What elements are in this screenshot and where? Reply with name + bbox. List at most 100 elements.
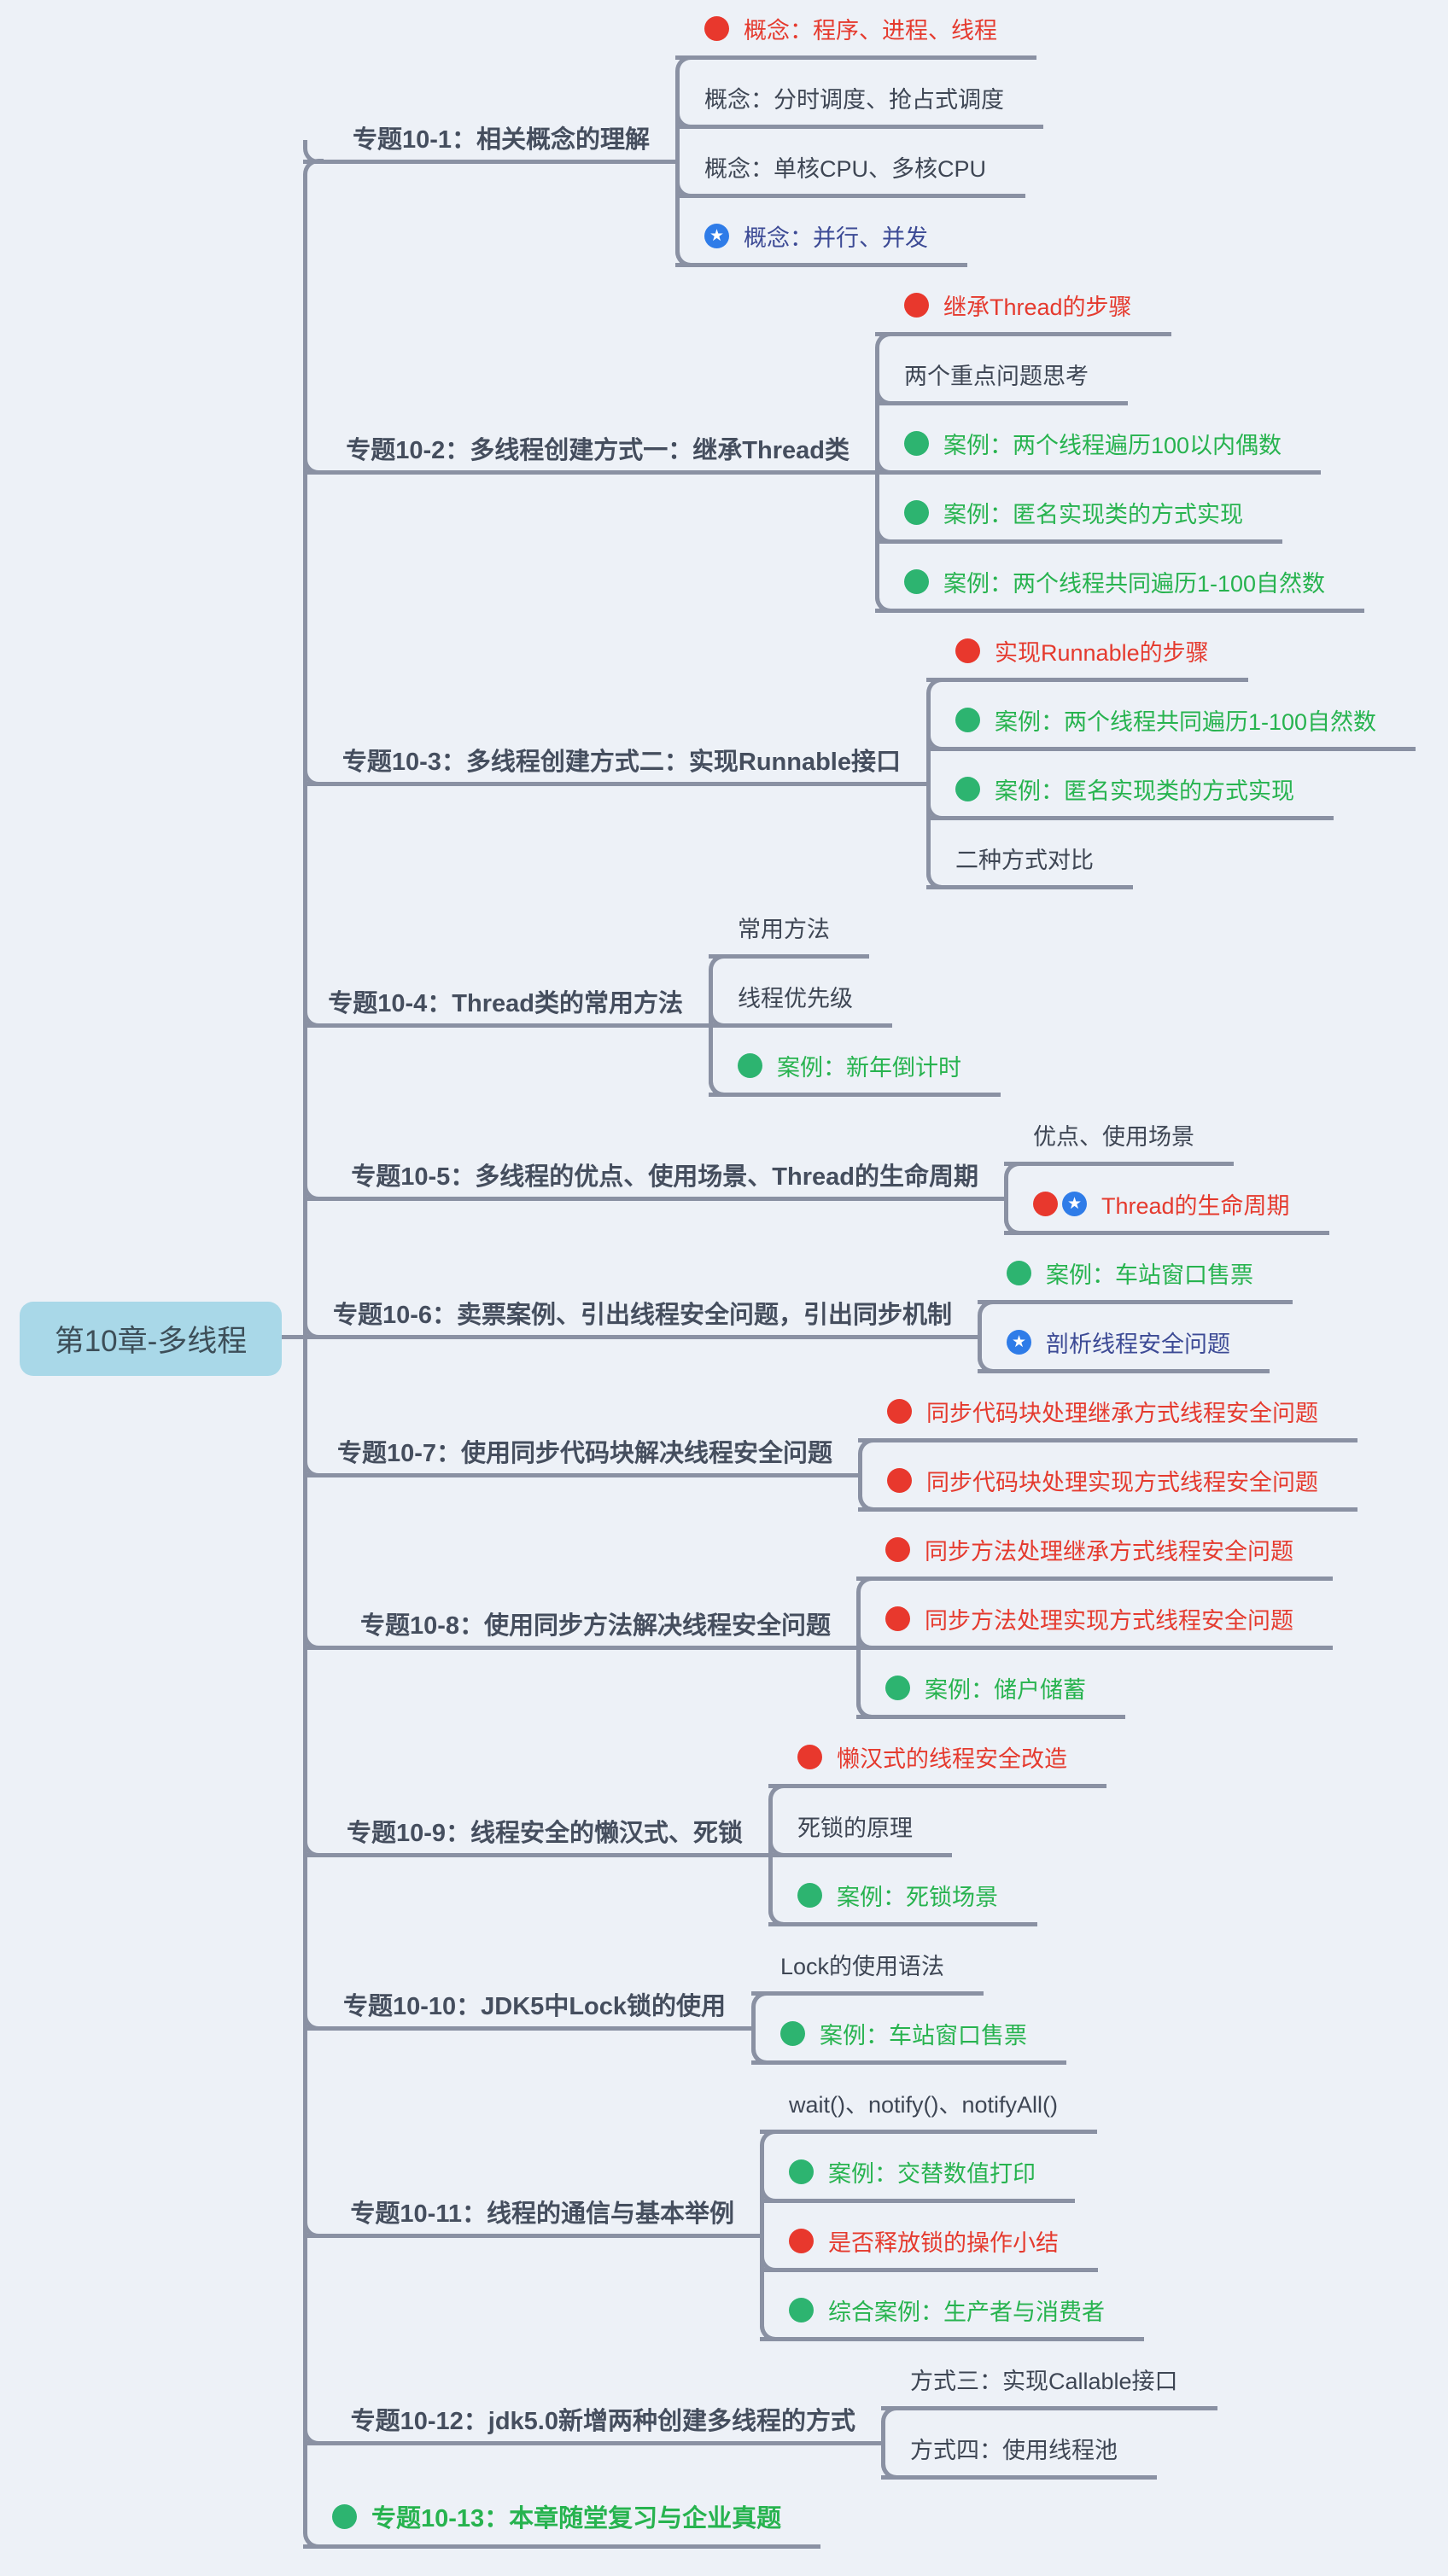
child-node[interactable]: 案例：匿名实现类的方式实现 [926,772,1334,820]
child-node[interactable]: ★Thread的生命周期 [1004,1187,1329,1235]
child-row: 案例：两个线程共同遍历1-100自然数 [926,682,1416,751]
child-node[interactable]: 方式三：实现Callable接口 [881,2363,1217,2410]
child-label: Lock的使用语法 [780,1954,945,1979]
topic-branch: 专题10-1：相关概念的理解 概念：程序、进程、线程概念：分时调度、抢占式调度概念… [303,0,1416,267]
child-label: 实现Runnable的步骤 [995,640,1209,666]
green-dot-icon [789,2159,814,2184]
child-label: Thread的生命周期 [1101,1193,1290,1219]
child-node[interactable]: ★剖析线程安全问题 [978,1326,1270,1373]
child-node[interactable]: 案例：车站窗口售票 [751,2017,1066,2065]
child-node[interactable]: Lock的使用语法 [751,1948,984,1996]
green-dot-icon [738,1053,762,1078]
child-row: 方式三：实现Callable接口 [881,2341,1217,2410]
green-dot-icon [332,2503,357,2529]
topic-label[interactable]: 专题10-9：线程安全的懒汉式、死锁 [346,1820,743,1847]
child-node[interactable]: 同步方法处理继承方式线程安全问题 [856,1533,1333,1581]
topic-label[interactable]: 专题10-2：多线程创建方式一：继承Thread类 [346,437,850,464]
topic-label-zone: 专题10-3：多线程创建方式二：实现Runnable接口 [303,613,926,889]
child-node[interactable]: 懒汉式的线程安全改造 [768,1740,1106,1788]
topic-label[interactable]: 专题10-1：相关概念的理解 [352,125,650,154]
child-node[interactable]: 概念：单核CPU、多核CPU [675,150,1026,198]
topic-label[interactable]: 专题10-12：jdk5.0新增两种创建多线程的方式 [350,2407,855,2435]
child-node[interactable]: 同步方法处理实现方式线程安全问题 [856,1602,1333,1650]
child-label: 剖析线程安全问题 [1046,1332,1230,1357]
child-label: 线程优先级 [738,986,853,1011]
child-row: 同步方法处理实现方式线程安全问题 [856,1581,1333,1650]
child-node[interactable]: 案例：储户储蓄 [856,1671,1125,1719]
child-node[interactable]: 优点、使用场景 [1004,1118,1234,1166]
topic-label-zone: 专题10-2：多线程创建方式一：继承Thread类 [303,267,875,613]
child-row: 继承Thread的步骤 [875,267,1364,336]
red-dot-icon [885,1606,910,1631]
branch-underline [303,2006,751,2031]
child-node[interactable]: 概念：分时调度、抢占式调度 [675,81,1043,129]
child-node[interactable]: 案例：两个线程共同遍历1-100自然数 [926,703,1416,751]
child-node[interactable]: ★概念：并行、并发 [675,219,967,267]
child-node[interactable]: 两个重点问题思考 [875,358,1128,405]
child-node[interactable]: 案例：车站窗口售票 [978,1256,1293,1304]
topic-label[interactable]: 专题10-7：使用同步代码块解决线程安全问题 [336,1439,832,1467]
topic-label[interactable]: 专题10-4：Thread类的常用方法 [328,990,683,1017]
children-zone: 常用方法线程优先级案例：新年倒计时 [709,889,1001,1097]
green-dot-icon [904,500,929,525]
child-row: 案例：车站窗口售票 [751,1996,1066,2065]
child-node[interactable]: wait()、notify()、notifyAll() [760,2086,1098,2134]
child-node[interactable]: 方式四：使用线程池 [881,2432,1157,2480]
topic-node[interactable]: 专题10-13：本章随堂复习与企业真题 [303,2498,821,2549]
child-node[interactable]: 综合案例：生产者与消费者 [760,2293,1144,2341]
topic-label-zone: 专题10-1：相关概念的理解 [303,0,675,267]
child-label: 案例：储户储蓄 [925,1677,1086,1703]
branch-underline [303,761,926,786]
child-label: 案例：两个线程共同遍历1-100自然数 [943,571,1326,597]
topic-label[interactable]: 专题10-10：JDK5中Lock锁的使用 [343,1992,726,2020]
branch-underline [303,2213,760,2238]
branch-underline [303,1626,856,1650]
child-node[interactable]: 常用方法 [709,911,869,959]
child-row: 懒汉式的线程安全改造 [768,1719,1106,1788]
topic-label-zone: 专题10-9：线程安全的懒汉式、死锁 [303,1719,768,1926]
child-node[interactable]: 死锁的原理 [768,1810,952,1857]
child-node[interactable]: 实现Runnable的步骤 [926,634,1248,682]
child-row: 案例：新年倒计时 [709,1028,1001,1097]
topic-label[interactable]: 专题10-11：线程的通信与基本举例 [350,2200,734,2228]
child-node[interactable]: 案例：匿名实现类的方式实现 [875,496,1282,544]
topic-label[interactable]: 专题10-3：多线程创建方式二：实现Runnable接口 [342,748,901,776]
red-dot-icon [955,638,980,663]
child-node[interactable]: 继承Thread的步骤 [875,288,1171,336]
child-node[interactable]: 案例：两个线程共同遍历1-100自然数 [875,565,1365,613]
child-row: 是否释放锁的操作小结 [760,2203,1144,2272]
topic-label-zone: 专题10-10：JDK5中Lock锁的使用 [303,1926,751,2065]
child-node[interactable]: 概念：程序、进程、线程 [675,12,1036,60]
child-label: 案例：两个线程共同遍历1-100自然数 [995,709,1377,735]
child-node[interactable]: 案例：死锁场景 [768,1879,1037,1926]
green-dot-icon [955,708,980,732]
child-node[interactable]: 同步代码块处理继承方式线程安全问题 [858,1395,1358,1442]
child-node[interactable]: 是否释放锁的操作小结 [760,2224,1098,2272]
topic-label[interactable]: 专题10-6：卖票案例、引出线程安全问题，引出同步机制 [332,1301,952,1329]
branch-underline [303,139,675,164]
children-zone: 方式三：实现Callable接口方式四：使用线程池 [881,2341,1217,2480]
child-row: 同步代码块处理继承方式线程安全问题 [858,1373,1358,1442]
topic-label: 专题10-13：本章随堂复习与企业真题 [371,2505,782,2532]
branch-underline [303,2421,881,2445]
root-node[interactable]: 第10章-多线程 [20,1302,282,1376]
child-label: 概念：单核CPU、多核CPU [704,156,987,182]
child-node[interactable]: 线程优先级 [709,980,892,1028]
child-label: 案例：两个线程遍历100以内偶数 [943,433,1282,458]
topic-label[interactable]: 专题10-5：多线程的优点、使用场景、Thread的生命周期 [351,1163,978,1191]
children-zone: Lock的使用语法案例：车站窗口售票 [751,1926,1066,2065]
child-node[interactable]: 案例：交替数值打印 [760,2155,1075,2203]
child-node[interactable]: 案例：新年倒计时 [709,1049,1001,1097]
topic-label[interactable]: 专题10-8：使用同步方法解决线程安全问题 [359,1612,831,1640]
child-label: 优点、使用场景 [1033,1124,1194,1150]
branch-underline [303,1004,709,1028]
red-dot-icon [904,293,929,318]
topic-label-zone: 专题10-6：卖票案例、引出线程安全问题，引出同步机制 [303,1235,978,1373]
red-dot-icon [789,2229,814,2253]
child-node[interactable]: 同步代码块处理实现方式线程安全问题 [858,1464,1358,1512]
child-row: 同步方法处理继承方式线程安全问题 [856,1512,1333,1581]
child-node[interactable]: 案例：两个线程遍历100以内偶数 [875,427,1322,475]
child-label: 两个重点问题思考 [904,364,1089,389]
child-node[interactable]: 二种方式对比 [926,842,1133,889]
children-zone: 同步方法处理继承方式线程安全问题同步方法处理实现方式线程安全问题案例：储户储蓄 [856,1512,1333,1719]
